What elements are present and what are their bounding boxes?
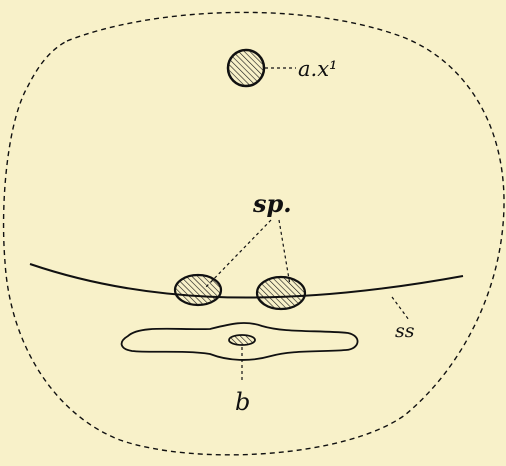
elongated-body-outline	[120, 322, 359, 361]
curved-line	[29, 263, 464, 299]
central-body	[228, 334, 256, 346]
spot-right-leader	[278, 219, 291, 286]
line-label: ss	[395, 320, 415, 342]
axial-body-label: a.x¹	[298, 57, 337, 81]
outer-dashed-boundary	[2, 11, 505, 456]
body-label: b	[235, 388, 250, 416]
axial-body-circle	[226, 48, 266, 88]
spot-left	[173, 273, 223, 307]
spot-left-leader	[205, 219, 272, 288]
spots-label: sp.	[252, 189, 292, 218]
spot-right	[255, 275, 307, 311]
line-leader	[391, 296, 410, 321]
